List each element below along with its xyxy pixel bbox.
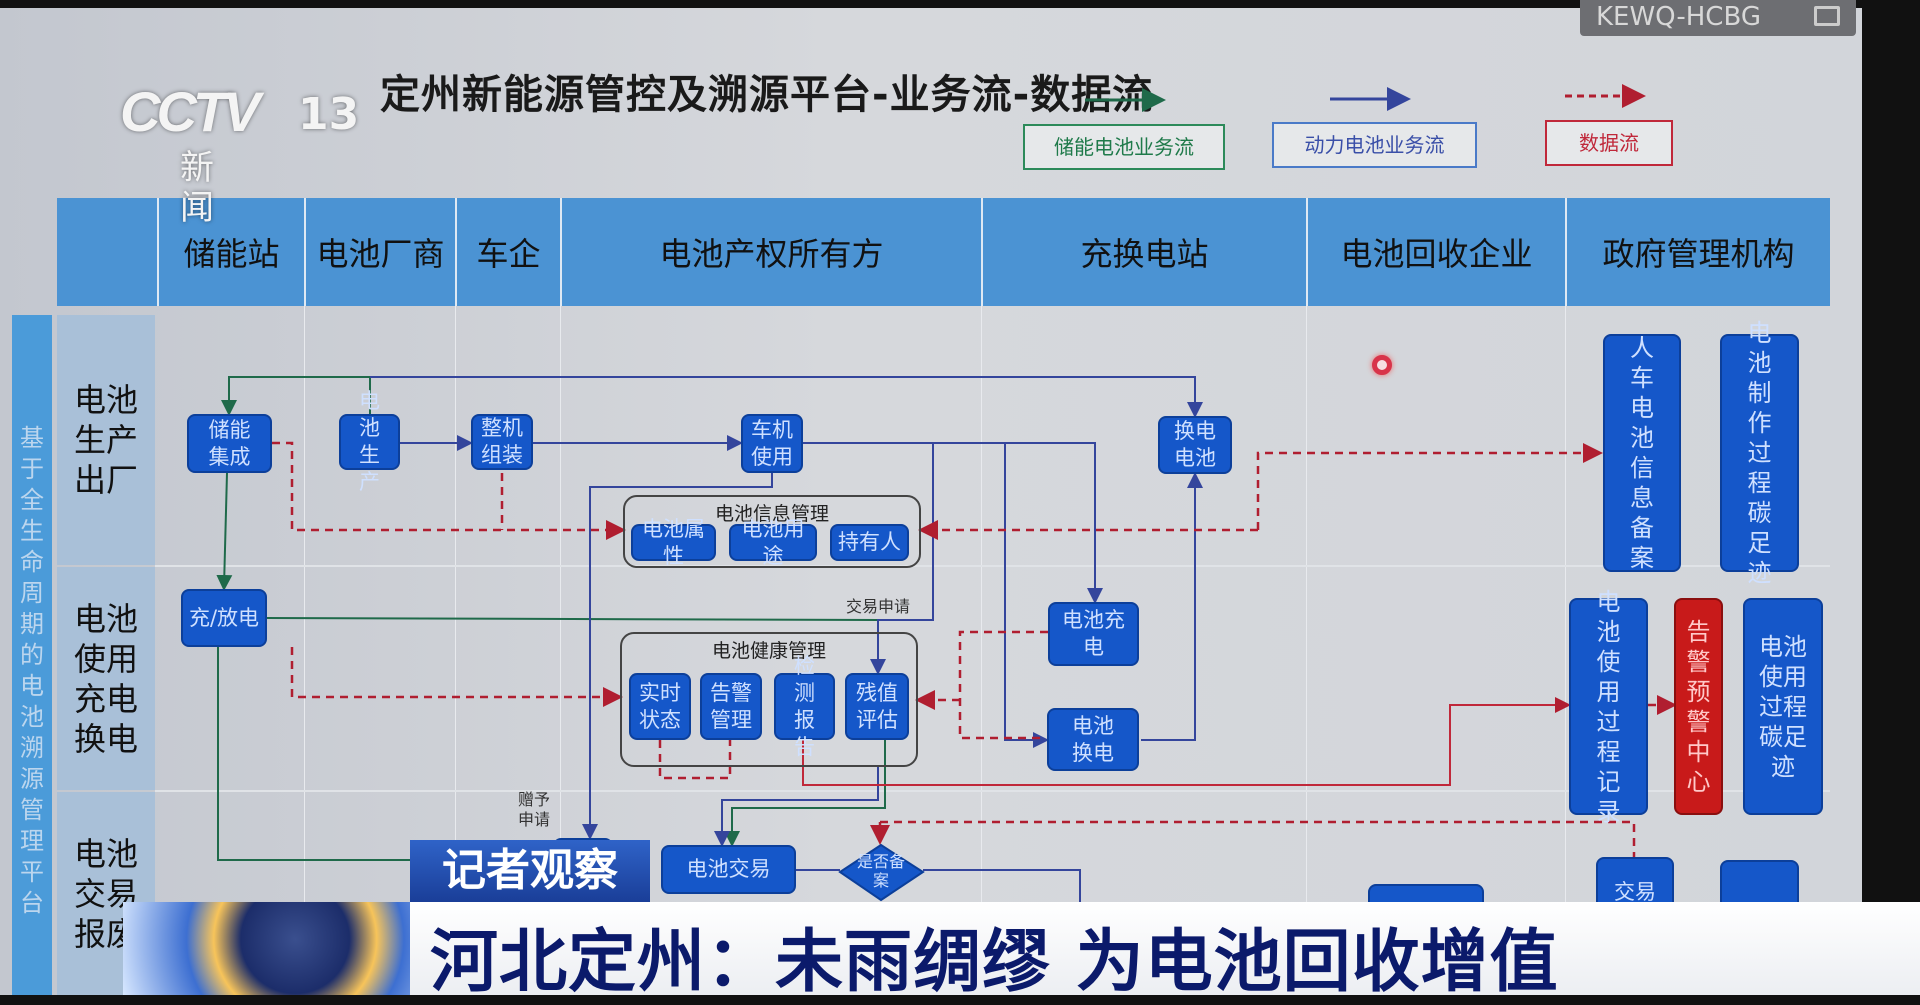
news-headline: 河北定州：未雨绸缪 为电池回收增值 (430, 923, 1559, 1002)
column-government: 政府管理机构 (1565, 198, 1830, 306)
legend-data-flow: 数据流 (1545, 120, 1673, 166)
presentation-screen (0, 8, 1862, 995)
storage-flow-lines (216, 376, 886, 861)
row-label-trade: 电池交易报废 (57, 792, 155, 995)
node-battery-production: 电池生产 (339, 389, 400, 494)
node-inspection-report: 检测报告 (774, 654, 835, 759)
logo-brand: CCTV (120, 80, 260, 143)
node-battery-purpose: 电池用途 (729, 517, 817, 568)
node-alert-management: 告警管理 (700, 673, 762, 740)
news-headline-banner: 河北定州：未雨绸缪 为电池回收增值 (410, 902, 1920, 1002)
column-battery-maker: 电池厂商 (304, 198, 455, 306)
node-storage-integration: 储能集成 (187, 414, 272, 473)
platform-sidebar-label: 基于全生命周期的电池溯源管理平台 (12, 315, 52, 995)
grid-line (155, 790, 1830, 792)
grid-line (1565, 306, 1566, 995)
node-holder: 持有人 (830, 524, 909, 561)
data-flow-lines (272, 441, 1677, 857)
group-label: 电池信息管理 (714, 503, 829, 525)
column-battery-owner: 电池产权所有方 (560, 198, 981, 306)
grid-line (981, 306, 982, 995)
column-swap-station: 充换电站 (981, 198, 1306, 306)
grid-line (304, 306, 305, 995)
column-storage-station: 储能站 (157, 198, 304, 306)
node-charge-discharge: 充/放电 (181, 589, 267, 647)
node-swap-battery: 换电电池 (1158, 416, 1232, 474)
node-residual-value: 残值评估 (845, 673, 909, 740)
node-realtime-status: 实时状态 (629, 673, 691, 740)
filed-check-label: 是否备案 (856, 852, 905, 890)
battery-info-management-group: 电池信息管理 (623, 495, 921, 568)
trade-request-label: 交易申请 (846, 597, 911, 616)
logo-channel: 13 (298, 89, 360, 140)
node-battery-charging: 电池充电 (1048, 602, 1139, 666)
monitor-icon (1814, 6, 1840, 26)
group-label: 电池健康管理 (711, 640, 826, 662)
room-code-badge: KEWQ-HCBG (1580, 0, 1856, 36)
cctv13-logo: CCTV 13 新 闻 (120, 80, 370, 229)
alert-data-line (802, 697, 1571, 786)
legend-power-flow: 动力电池业务流 (1272, 122, 1477, 168)
node-vehicle-assembly: 整机组装 (471, 414, 533, 470)
node-battery-attributes: 电池属性 (631, 517, 716, 568)
power-flow-lines (370, 376, 1203, 902)
node-alert-center: 告警预警中心 (1674, 598, 1723, 815)
grid-line (1306, 306, 1307, 995)
node-manufacturing-carbon-footprint: 电池制作过程碳足迹 (1720, 319, 1799, 587)
battery-health-management-group: 电池健康管理 (620, 632, 918, 767)
badge-text: KEWQ-HCBG (1596, 2, 1761, 32)
gift-request-label: 赠予申请 (518, 790, 551, 829)
node-vehicle-battery-filing: 人车电池信息备案 (1603, 334, 1681, 572)
node-usage-carbon-footprint: 电池使用过程碳足迹 (1743, 598, 1823, 815)
legend-storage-flow: 储能电池业务流 (1023, 124, 1225, 170)
pointer-cursor (1372, 355, 1392, 375)
row-label-usage: 电池使用充电换电 (57, 567, 155, 790)
filed-check-diamond (838, 843, 925, 902)
row-label-text: 电池使用充电换电 (73, 599, 138, 758)
node-vehicle-use: 车机使用 (741, 414, 803, 473)
grid-line (560, 306, 561, 995)
logo-name: 新 闻 (180, 148, 308, 228)
node-battery-trade: 电池交易 (661, 845, 796, 894)
column-header: 储能站 电池厂商 车企 电池产权所有方 充换电站 电池回收企业 政府管理机构 (57, 198, 1830, 306)
grid-line (455, 306, 456, 995)
column-automaker: 车企 (455, 198, 560, 306)
node-usage-record: 电池使用过程记录 (1569, 588, 1648, 826)
row-label-text: 电池生产出厂 (73, 381, 138, 499)
grid-line (155, 565, 1830, 567)
column-recycler: 电池回收企业 (1306, 198, 1565, 306)
node-battery-swap: 电池换电 (1047, 708, 1139, 771)
globe-graphic (123, 902, 410, 995)
row-label-production: 电池生产出厂 (57, 315, 155, 565)
news-segment-tag: 记者观察 (410, 840, 650, 902)
diagram-title: 定州新能源管控及溯源平台-业务流-数据流 (380, 72, 1154, 118)
